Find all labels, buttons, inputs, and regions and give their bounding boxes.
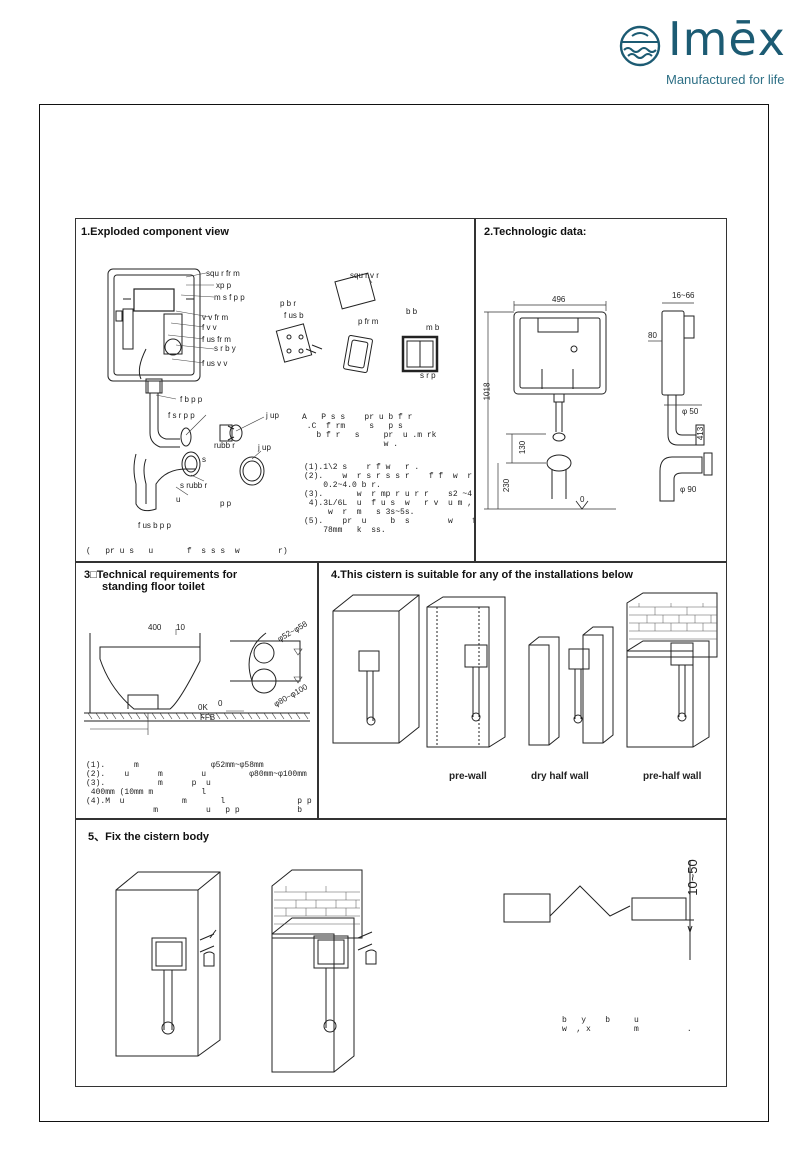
section-installations: 4.This cistern is suitable for any of th… (318, 562, 727, 819)
part-label: m b (426, 323, 440, 332)
part-label: f us b (284, 311, 304, 320)
fix-cistern-drawing (115, 860, 694, 1073)
exploded-cistern-drawing (107, 268, 439, 512)
dim-0k: 0K (198, 703, 208, 712)
section-1-title: 1.Exploded component view (81, 226, 229, 238)
wave-logo-icon (619, 25, 661, 67)
document-frame (39, 104, 769, 1122)
dim-413: 413 (696, 426, 706, 441)
part-label: f us v v (202, 359, 228, 368)
section-3-title: 3□Technical requirements for (84, 569, 238, 581)
section-fix-cistern: 5、Fix the cistern body (75, 819, 727, 1087)
part-label: j up (258, 443, 271, 452)
brand-tagline: Manufactured for life (666, 72, 785, 87)
floor-toilet-drawing (84, 629, 310, 735)
section-2-title: 2.Technologic data: (484, 226, 587, 238)
caption-dry-half-wall: dry half wall (531, 771, 589, 782)
part-label: f us b p p (138, 521, 171, 530)
dim-400: 400 (148, 623, 162, 632)
spec-list: (1).1\2 s r f w r . (2). w r s r s s r f… (304, 463, 474, 535)
part-label: p p (220, 499, 232, 508)
part-label: squ r fr m (206, 269, 240, 278)
dim-130: 130 (518, 440, 528, 455)
part-label: f us fr m (202, 335, 231, 344)
part-label: p fr m (358, 317, 379, 326)
section-technical-requirements: 3□Technical requirements for standing fl… (75, 562, 318, 819)
part-label: b b (406, 307, 418, 316)
dim-phi-50: φ 50 (682, 407, 699, 416)
installation-types-drawing (332, 592, 718, 748)
dim-230: 230 (502, 478, 512, 493)
dim-phi-90: φ 90 (680, 485, 697, 494)
part-label: f b p p (180, 395, 203, 404)
requirements-list: (1). m φ52mm~φ58mm (2). u m u φ80mm~φ100… (86, 761, 312, 815)
dim-10-50: 10~50 (684, 859, 700, 896)
section-1-footer: ( pr u s u f s s s w r) (86, 547, 288, 556)
dim-ffb: FFB (200, 713, 216, 722)
part-label: s (202, 455, 206, 464)
section-5-title: 5、Fix the cistern body (88, 831, 210, 843)
dim-16-66: 16~66 (672, 291, 695, 300)
part-label: squ r v r (350, 271, 379, 280)
part-label: rubb r (214, 441, 235, 450)
part-label: s rubb r (180, 481, 208, 490)
section-4-title: 4.This cistern is suitable for any of th… (331, 569, 633, 581)
part-label: xp p (216, 281, 232, 290)
caption-pre-half-wall: pre-half wall (643, 771, 702, 782)
section-technical-data: 2.Technologic data: (475, 218, 727, 562)
dim-80: 80 (648, 331, 657, 340)
section-exploded-view: 1.Exploded component view (75, 218, 475, 562)
brand-logo: Imēx Manufactured for life (618, 16, 804, 95)
installation-note: A P s s pr u b f r .C f rm s p s b f r s… (302, 413, 437, 449)
fix-note: b y b u w , x m . (562, 1016, 692, 1034)
part-label: f v v (202, 323, 217, 332)
brand-name: Imēx (668, 12, 786, 66)
dim-width: 496 (552, 295, 566, 304)
dim-zero-level: 0 (218, 699, 223, 708)
section-3-title-line2: standing floor toilet (102, 581, 205, 593)
part-label: m s f p p (214, 293, 245, 302)
dim-zero: 0 (580, 495, 585, 504)
part-label: f s r p p (168, 411, 195, 420)
technical-drawing (484, 301, 713, 510)
dim-tolerance: 10 (176, 623, 185, 632)
caption-pre-wall: pre-wall (449, 771, 487, 782)
part-label: s r b y (214, 344, 236, 353)
part-label: s r p (420, 371, 436, 380)
dim-height: 1018 (482, 382, 492, 401)
part-label: p b r (280, 299, 297, 308)
part-label: j up (266, 411, 279, 420)
part-label: u (176, 495, 181, 504)
part-label: v v fr m (202, 313, 229, 322)
